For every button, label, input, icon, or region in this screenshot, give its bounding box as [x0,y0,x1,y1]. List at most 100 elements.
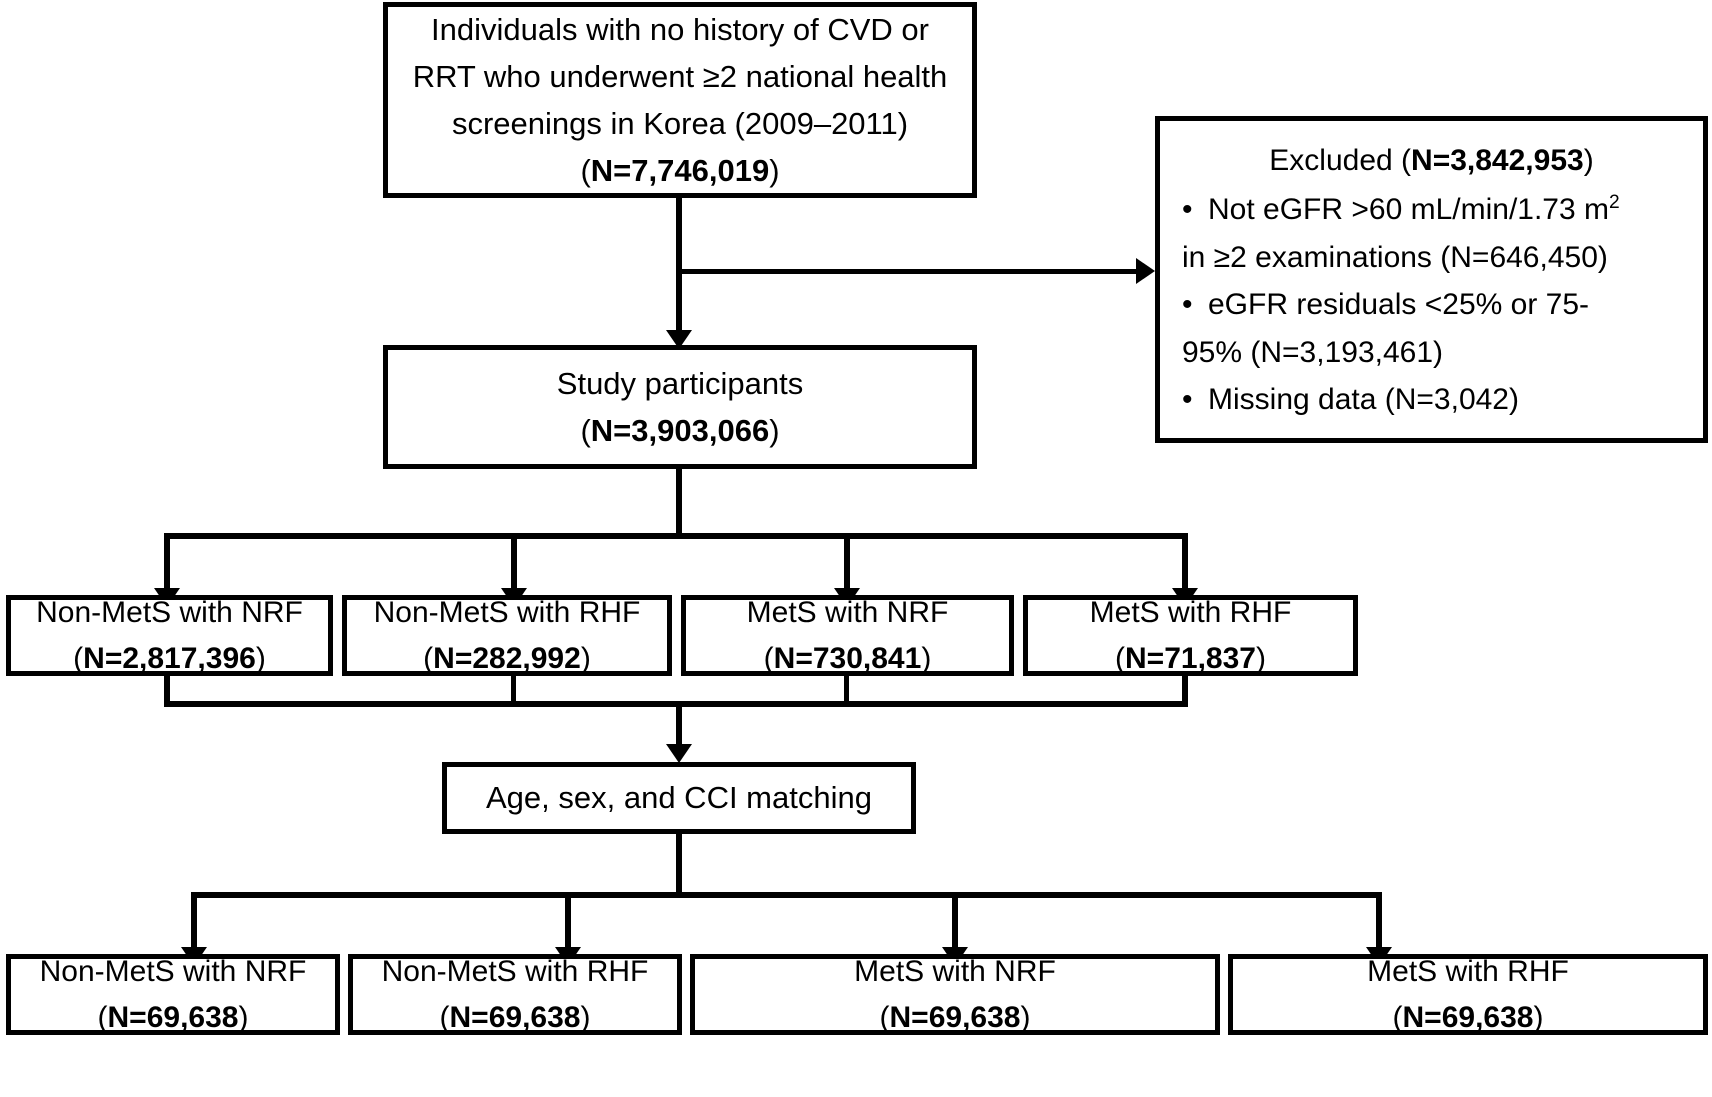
arrowhead-to-participants [666,330,692,349]
connector-merge-to-matching [676,701,682,753]
node-source-population: Individuals with no history of CVD or RR… [383,2,977,198]
node-group-before-2: Non-MetS with RHF (N=282,992) [342,595,672,676]
group-before-2-label: Non-MetS with RHF [373,595,641,629]
paren-open: ( [439,1000,450,1034]
participants-count-value: N=3,903,066 [590,413,770,448]
group-after-4-count: (N=69,638) [1393,995,1544,1041]
connector-merge-stem-4 [1182,676,1188,706]
participants-label: Study participants [556,365,804,401]
node-group-after-4: MetS with RHF (N=69,638) [1228,954,1708,1035]
paren-open: ( [763,641,774,675]
group-after-2-count: (N=69,638) [440,995,591,1041]
connector-drop-group3-row2 [952,892,958,954]
connector-merge-stem-1 [164,676,170,706]
node-matching: Age, sex, and CCI matching [442,762,916,834]
connector-drop-group4-row2 [1376,892,1382,954]
source-line-1: Individuals with no history of CVD or [431,11,929,47]
group-after-3-count-value: N=69,638 [889,1000,1021,1034]
source-line-3: screenings in Korea (2009–2011) [451,106,909,141]
connector-matching-stem [676,834,682,897]
group-before-1-count: (N=2,817,396) [73,636,266,682]
excluded-title-suffix: ) [1583,144,1594,177]
group-after-4-label: MetS with RHF [1367,954,1569,988]
connector-split-bus-row2 [191,892,1382,898]
paren-close: ) [921,641,932,675]
node-excluded: Excluded (N=3,842,953) • Not eGFR >60 mL/… [1155,116,1708,443]
excluded-bullet-3-text: Missing data (N=3,042) [1208,382,1519,416]
matching-label: Age, sex, and CCI matching [486,780,872,816]
paren-open: ( [423,641,434,675]
connector-drop-group1-row1 [164,533,170,595]
paren-open: ( [1115,641,1126,675]
group-after-2-count-value: N=69,638 [449,1000,581,1034]
connector-merge-stem-2 [511,676,516,706]
paren-close: ) [580,641,591,675]
connector-source-to-participants [676,198,682,336]
paren-open: ( [1392,1000,1403,1034]
group-after-3-label: MetS with NRF [854,954,1056,988]
group-before-1-label: Non-MetS with NRF [36,595,303,629]
paren-open: ( [73,641,84,675]
source-count-close: ) [769,153,780,189]
participants-count: (N=3,903,066) [580,407,779,454]
connector-to-excluded [676,269,1142,274]
node-group-after-1: Non-MetS with NRF (N=69,638) [6,954,340,1035]
connector-drop-group2-row1 [511,533,517,595]
group-before-1-count-value: N=2,817,396 [83,641,256,675]
participants-count-open: ( [580,413,591,448]
connector-split-bus-row1 [164,533,1188,539]
group-after-3-count: (N=69,638) [880,995,1031,1041]
group-after-2-label: Non-MetS with RHF [381,954,649,988]
excluded-bullet-1-line-2: in ≥2 examinations (N=646,450) [1182,240,1608,274]
excluded-bullet-1-line-1: • Not eGFR >60 mL/min/1.73 m2 [1182,186,1681,233]
source-line-2: RRT who underwent ≥2 national health [412,58,948,94]
group-before-4-count: (N=71,837) [1115,636,1266,682]
group-before-2-count-value: N=282,992 [433,641,581,675]
group-before-2-count: (N=282,992) [423,636,591,682]
node-group-after-3: MetS with NRF (N=69,638) [690,954,1220,1035]
excluded-bullet-2-text: eGFR residuals <25% or 75- [1208,288,1590,322]
group-before-3-label: MetS with NRF [746,595,949,629]
excluded-title-value: N=3,842,953 [1411,144,1584,177]
group-after-1-count: (N=69,638) [98,995,249,1041]
paren-close: ) [1020,1000,1031,1034]
paren-close: ) [238,1000,249,1034]
connector-participants-stem [676,469,682,536]
paren-close: ) [580,1000,591,1034]
arrowhead-to-excluded [1136,258,1155,284]
paren-open: ( [879,1000,890,1034]
group-before-3-count: (N=730,841) [764,636,932,682]
bullet-icon: • [1182,193,1193,227]
paren-open: ( [97,1000,108,1034]
connector-drop-group4-row1 [1182,533,1188,595]
excluded-bullet-1-superscript: 2 [1609,192,1620,214]
group-before-4-count-value: N=71,837 [1125,641,1256,675]
bullet-icon: • [1182,288,1193,322]
paren-close: ) [255,641,266,675]
excluded-title-prefix: Excluded ( [1269,144,1412,177]
group-after-1-count-value: N=69,638 [107,1000,239,1034]
group-after-4-count-value: N=69,638 [1402,1000,1534,1034]
connector-drop-group1-row2 [191,892,197,954]
excluded-bullet-2-line-1: • eGFR residuals <25% or 75- [1182,281,1681,328]
arrowhead-to-matching [666,744,692,763]
source-count-value: N=7,746,019 [590,153,770,189]
source-count-open: ( [580,153,591,189]
participants-count-close: ) [769,413,780,448]
node-study-participants: Study participants (N=3,903,066) [383,345,977,469]
paren-close: ) [1255,641,1266,675]
node-group-before-4: MetS with RHF (N=71,837) [1023,595,1358,676]
node-group-before-1: Non-MetS with NRF (N=2,817,396) [6,595,333,676]
connector-drop-group2-row2 [565,892,571,954]
source-count: (N=7,746,019) [580,147,779,194]
bullet-icon: • [1182,382,1193,416]
paren-close: ) [1533,1000,1544,1034]
connector-merge-stem-3 [844,676,849,706]
excluded-bullet-3-line-1: • Missing data (N=3,042) [1182,376,1681,423]
group-after-1-label: Non-MetS with NRF [39,954,307,988]
excluded-bullet-2-line-2: 95% (N=3,193,461) [1182,335,1444,369]
node-group-before-3: MetS with NRF (N=730,841) [681,595,1014,676]
connector-drop-group3-row1 [844,533,850,595]
excluded-bullet-1-text: Not eGFR >60 mL/min/1.73 m [1208,193,1609,227]
